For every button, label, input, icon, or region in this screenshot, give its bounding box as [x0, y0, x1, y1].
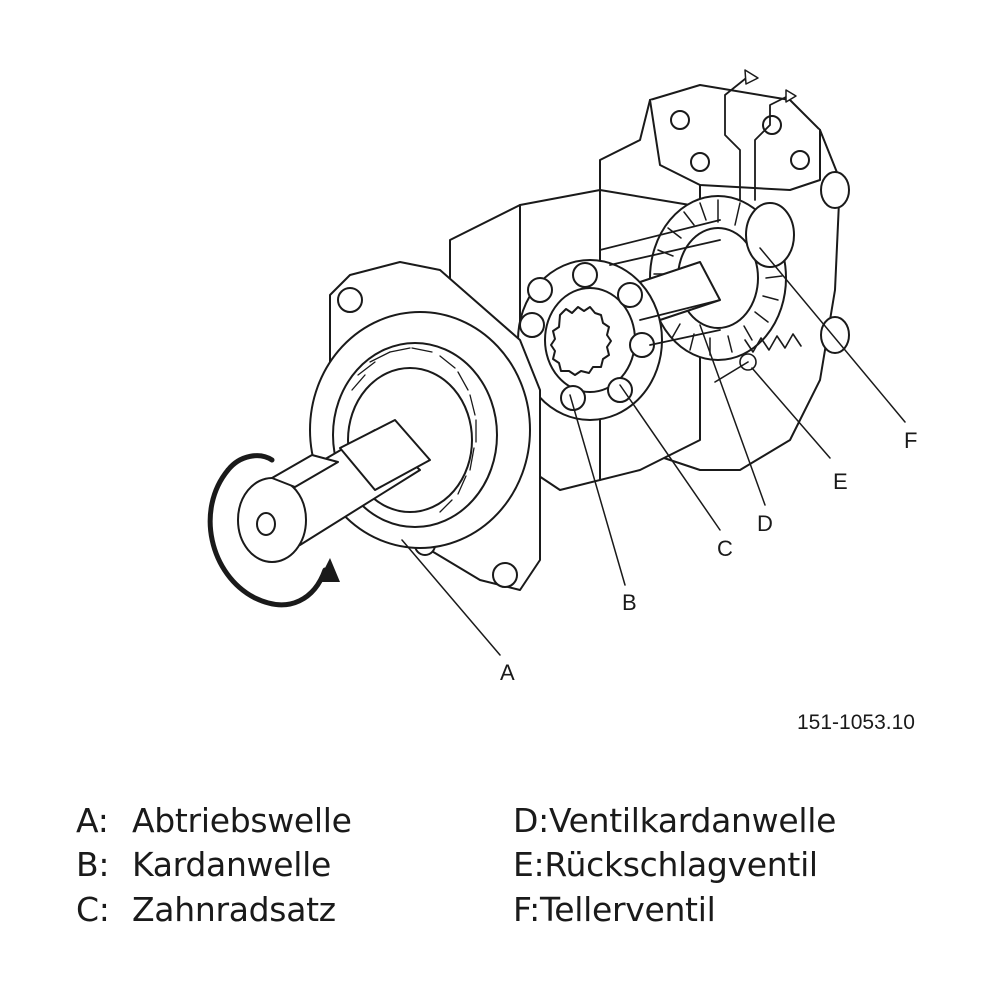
legend-key: E:	[513, 845, 545, 884]
valve-plate	[649, 195, 795, 361]
legend-item-f: F:Tellerventil	[513, 890, 716, 929]
hydraulic-motor-cutaway-drawing	[207, 69, 906, 656]
legend-label: Zahnradsatz	[132, 890, 336, 929]
callout-e: E	[833, 469, 848, 494]
gear-set	[517, 259, 663, 421]
legend-label: Ventilkardanwelle	[548, 801, 837, 840]
callout-f: F	[904, 428, 918, 453]
legend-key: A:	[76, 801, 109, 840]
callout-d: D	[757, 511, 773, 536]
check-valve	[714, 333, 802, 383]
legend-key: F:	[513, 890, 540, 929]
legend-label: Abtriebswelle	[132, 801, 352, 840]
legend-key: D:	[513, 801, 549, 840]
legend-item-e: E:Rückschlagventil	[513, 848, 818, 881]
legend-label: Rückschlagventil	[544, 845, 818, 884]
legend-key: C:	[76, 890, 110, 929]
flow-arrows	[599, 74, 791, 346]
callout-c: C	[717, 536, 733, 561]
legend-item-a: A: Abtriebswelle	[76, 804, 352, 837]
legend-item-c: C: Zahnradsatz	[76, 893, 336, 926]
legend-item-d: D:Ventilkardanwelle	[513, 804, 836, 837]
leader-lines	[401, 247, 906, 656]
output-shaft	[237, 419, 431, 563]
legend-label: Kardanwelle	[132, 845, 331, 884]
rotation-arrow	[207, 467, 328, 608]
legend-item-b: B: Kardanwelle	[76, 848, 331, 881]
callout-a: A	[500, 660, 515, 685]
legend-key: B:	[76, 845, 110, 884]
legend-label: Tellerventil	[539, 890, 716, 929]
figure-id: 151-1053.10	[797, 711, 915, 734]
callout-b: B	[622, 590, 637, 615]
